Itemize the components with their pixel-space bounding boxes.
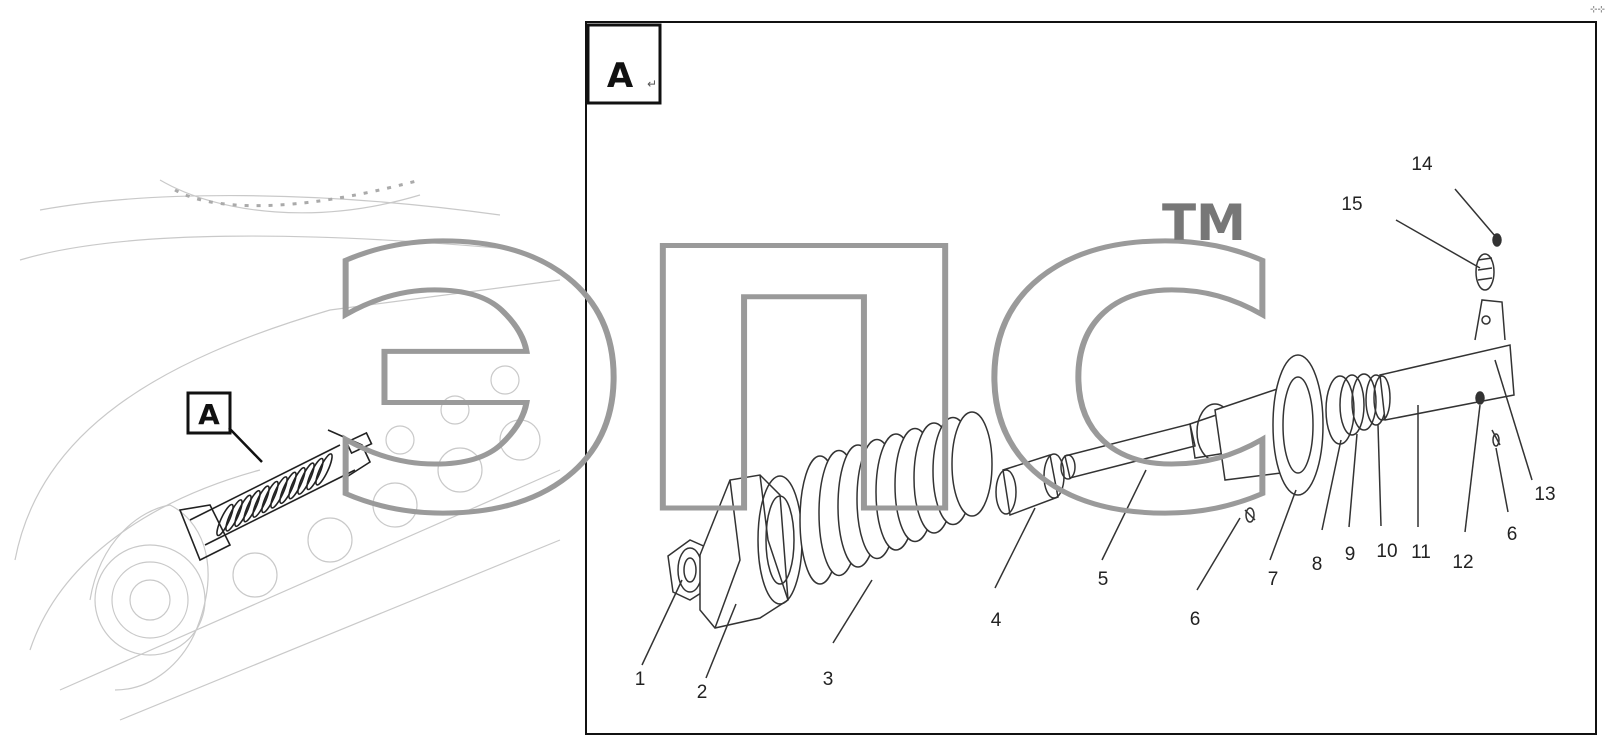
- callout-9: 9: [1345, 544, 1356, 565]
- callout-15: 15: [1341, 194, 1362, 215]
- callout-10: 10: [1376, 541, 1397, 562]
- callout-13: 13: [1534, 484, 1555, 505]
- callout-1: 1: [635, 669, 646, 690]
- svg-text:TM: TM: [1162, 194, 1246, 252]
- overview-spring-coil: [216, 503, 234, 537]
- watermark: ЭПС TM: [316, 172, 1291, 596]
- callout-3: 3: [823, 669, 834, 690]
- callout-11: 11: [1411, 542, 1431, 563]
- part-7-cylinder: [1214, 354, 1324, 496]
- part-11-tube: [1373, 299, 1515, 421]
- spring-coil: [951, 411, 993, 517]
- svg-text:↵: ↵: [647, 77, 657, 91]
- overview-spring-coil: [315, 453, 333, 486]
- overview-spring-coil: [279, 471, 297, 505]
- callout-6: 6: [1507, 524, 1518, 545]
- callout-6: 6: [1190, 609, 1201, 630]
- detail-tag-a: A ↵: [586, 23, 662, 105]
- overview-spring-coil: [270, 476, 288, 509]
- parts-8-9-10-rings: [1325, 373, 1387, 445]
- callout-2: 2: [697, 682, 708, 703]
- callout-12: 12: [1452, 552, 1473, 573]
- overview-spring-coil: [288, 466, 306, 500]
- detail-frame: [585, 21, 1597, 735]
- exploded-assembly: [667, 233, 1515, 629]
- callout-4: 4: [991, 610, 1002, 631]
- callout-8: 8: [1312, 554, 1323, 575]
- overview-tag-a: A: [186, 391, 263, 463]
- overview-tensioner-spring: [178, 429, 373, 562]
- overview-spring-coil: [234, 494, 252, 528]
- part-3-spring: [799, 411, 993, 585]
- callout-5: 5: [1098, 569, 1109, 590]
- overview-spring-coil: [261, 480, 279, 514]
- overview-spring-coil: [306, 457, 324, 491]
- callout-14: 14: [1411, 154, 1433, 175]
- overview-spring-coil: [252, 485, 270, 518]
- leader-lines: [641, 188, 1533, 679]
- svg-text:ЭПС: ЭПС: [318, 174, 1278, 593]
- undercarriage-overview: [14, 178, 561, 721]
- callout-7: 7: [1268, 569, 1279, 590]
- part-2-bracket: [699, 474, 803, 629]
- overview-spring-coil: [297, 462, 315, 495]
- corner-mark: ⊹⊹: [1590, 5, 1606, 15]
- svg-text:A: A: [607, 56, 634, 96]
- overview-spring-coil: [243, 489, 261, 523]
- overview-spring-coil: [225, 499, 243, 532]
- svg-text:A: A: [198, 398, 220, 431]
